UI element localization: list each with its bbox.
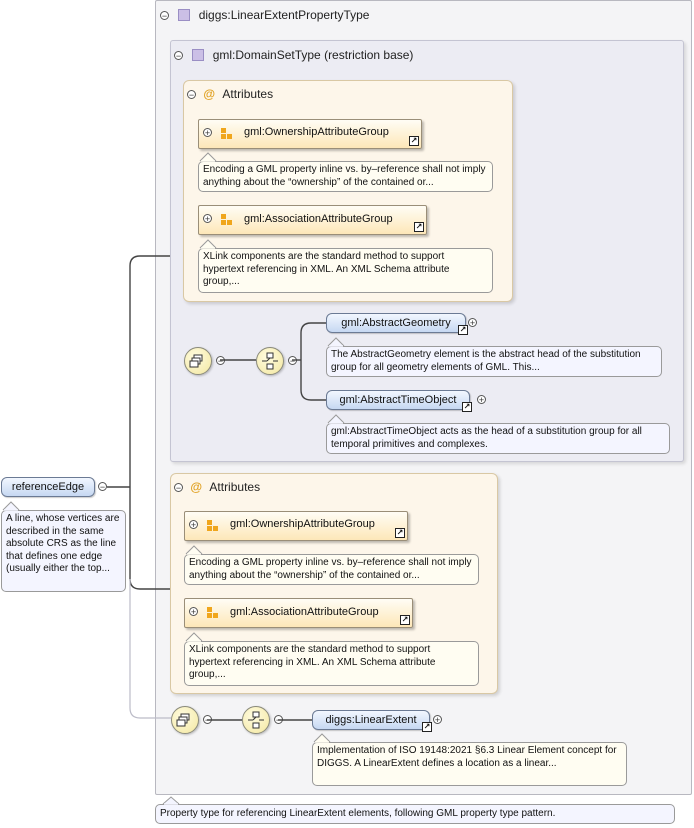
attribute-group-ownership[interactable]: + gml:OwnershipAttributeGroup ↗ — [184, 511, 408, 541]
element-abstract-time-object[interactable]: gml:AbstractTimeObject ↗ — [326, 390, 472, 412]
collapse-icon[interactable]: − — [216, 356, 225, 366]
link-icon[interactable]: ↗ — [458, 325, 468, 335]
link-icon[interactable]: ↗ — [409, 136, 419, 146]
link-icon[interactable]: ↗ — [395, 528, 405, 538]
link-icon[interactable]: ↗ — [422, 722, 432, 732]
attribute-group-icon — [207, 607, 218, 618]
link-icon[interactable]: ↗ — [414, 222, 424, 232]
attribute-group-icon — [221, 128, 232, 139]
expand-icon[interactable]: + — [189, 520, 198, 530]
note-pointer — [162, 796, 180, 805]
collapse-icon[interactable]: − — [98, 482, 107, 492]
attribute-group-association[interactable]: + gml:AssociationAttributeGroup ↗ — [184, 598, 413, 628]
collapse-icon[interactable]: − — [274, 715, 283, 725]
expand-icon[interactable]: + — [468, 318, 477, 328]
group-name: gml:OwnershipAttributeGroup — [230, 518, 375, 530]
group-name: gml:AssociationAttributeGroup — [230, 606, 379, 618]
attribute-icon: @ — [203, 87, 216, 101]
doc-note: XLink components are the standard method… — [184, 641, 479, 686]
attribute-icon: @ — [190, 480, 203, 494]
attributes-header-inner: − @ Attributes — [187, 87, 273, 101]
attribute-group-icon — [207, 520, 218, 531]
collapse-icon[interactable]: − — [187, 90, 196, 100]
doc-note: XLink components are the standard method… — [198, 248, 493, 293]
expand-icon[interactable]: + — [189, 607, 198, 617]
element-linear-extent[interactable]: diggs:LinearExtent ↗ — [312, 710, 432, 732]
doc-note: Encoding a GML property inline vs. by–re… — [184, 554, 479, 585]
doc-note: Encoding a GML property inline vs. by–re… — [198, 161, 493, 192]
complex-type-icon — [178, 9, 191, 21]
expand-icon[interactable]: + — [203, 128, 212, 138]
attributes-label: Attributes — [209, 480, 261, 494]
type-doc-note: Property type for referencing LinearExte… — [155, 804, 675, 824]
group-name: gml:AssociationAttributeGroup — [244, 213, 393, 225]
element-reference-edge[interactable]: referenceEdge — [1, 477, 95, 497]
complex-type-icon — [192, 49, 205, 61]
doc-note: gml:AbstractTimeObject acts as the head … — [326, 423, 670, 454]
expand-icon[interactable]: + — [203, 214, 212, 224]
collapse-icon[interactable]: − — [160, 11, 169, 21]
type-header: − diggs:LinearExtentPropertyType — [160, 8, 369, 22]
restriction-header: − gml:DomainSetType (restriction base) — [174, 48, 413, 62]
doc-note: Implementation of ISO 19148:2021 §6.3 Li… — [312, 742, 627, 786]
attribute-group-icon — [221, 214, 232, 225]
link-icon[interactable]: ↗ — [400, 615, 410, 625]
note-pointer — [2, 501, 20, 511]
type-title: diggs:LinearExtentPropertyType — [198, 8, 370, 22]
element-abstract-geometry[interactable]: gml:AbstractGeometry ↗ — [326, 313, 468, 335]
sequence-compositor-icon[interactable] — [171, 706, 199, 734]
link-icon[interactable]: ↗ — [462, 402, 472, 412]
collapse-icon[interactable]: − — [174, 483, 183, 493]
doc-note: The AbstractGeometry element is the abst… — [326, 346, 662, 377]
collapse-icon[interactable]: − — [288, 356, 297, 366]
sequence-compositor-icon[interactable] — [184, 347, 212, 375]
choice-compositor-icon[interactable] — [256, 347, 284, 375]
expand-icon[interactable]: + — [477, 395, 486, 405]
attributes-label: Attributes — [222, 87, 274, 101]
collapse-icon[interactable]: − — [174, 51, 183, 61]
doc-note: A line, whose vertices are described in … — [1, 510, 126, 592]
restriction-title: gml:DomainSetType (restriction base) — [212, 48, 414, 62]
choice-compositor-icon[interactable] — [242, 706, 270, 734]
attributes-header-outer: − @ Attributes — [174, 480, 260, 494]
group-name: gml:OwnershipAttributeGroup — [244, 126, 389, 138]
attribute-group-association[interactable]: + gml:AssociationAttributeGroup ↗ — [198, 205, 427, 235]
expand-icon[interactable]: + — [433, 715, 442, 725]
collapse-icon[interactable]: − — [203, 715, 212, 725]
attribute-group-ownership[interactable]: + gml:OwnershipAttributeGroup ↗ — [198, 119, 422, 149]
